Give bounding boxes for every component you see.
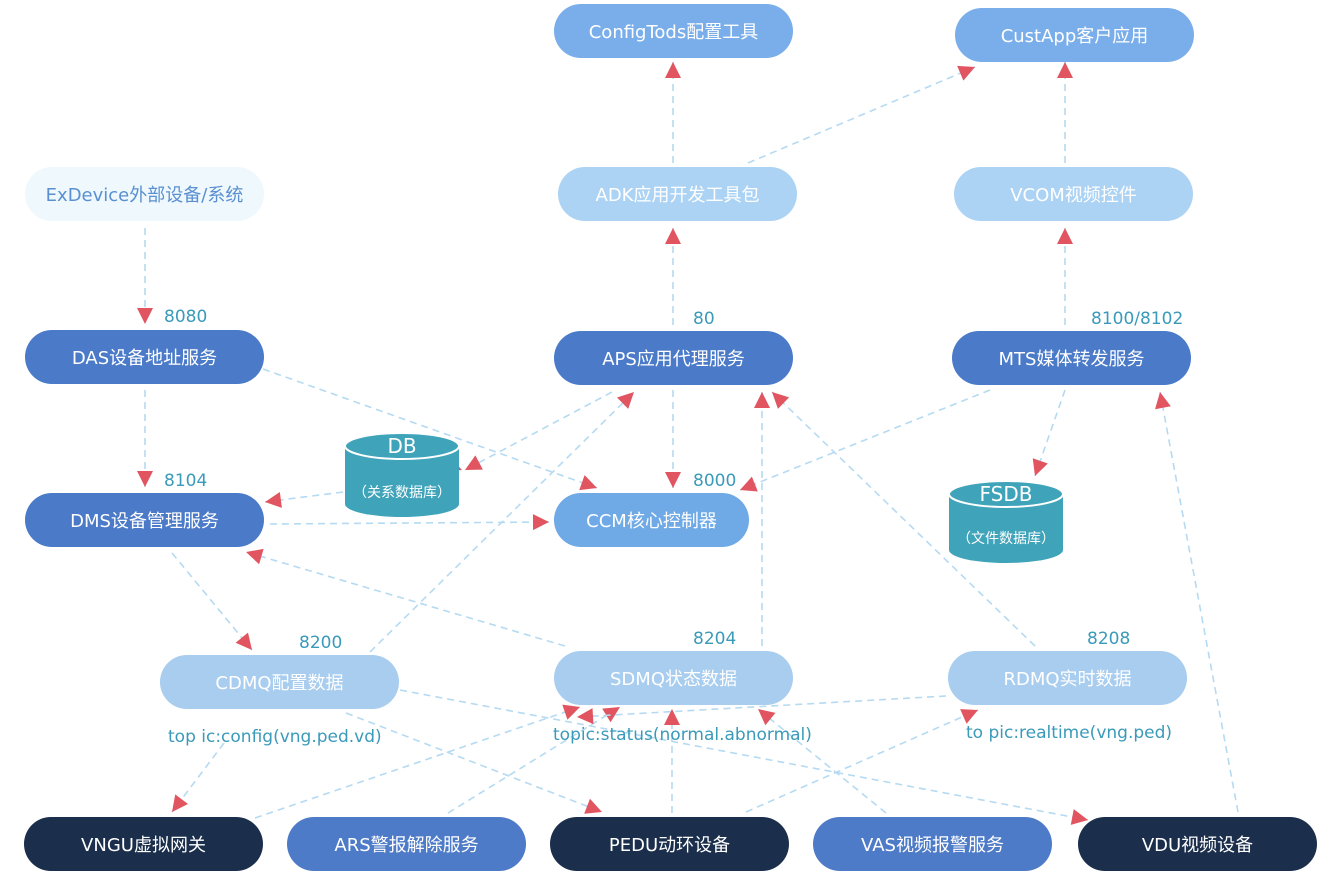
configtods-node[interactable]: ConfigTods配置工具	[554, 4, 793, 58]
arrow-head-28	[1155, 392, 1171, 410]
arrow-head-1	[957, 65, 975, 81]
arrow-head-8	[665, 472, 681, 488]
aps-node[interactable]: APS应用代理服务	[554, 331, 793, 385]
arrow-head-18	[754, 392, 770, 408]
ars-node[interactable]: ARS警报解除服务	[287, 817, 526, 871]
arrow-head-6	[137, 471, 153, 487]
arrow-head-24	[664, 709, 680, 725]
arrow-head-26	[960, 709, 978, 724]
link-line-21	[345, 712, 603, 813]
ccm-node[interactable]: CCM核心控制器	[554, 493, 749, 547]
db-cylinder[interactable]: DB （关系数据库）	[344, 432, 460, 518]
arrow-head-23	[602, 707, 620, 723]
link-line-19	[771, 391, 1036, 647]
port-label-mts: 8100/8102	[1091, 309, 1184, 329]
arrow-head-10	[1032, 458, 1048, 476]
link-line-23	[447, 706, 621, 814]
rdmq-node[interactable]: RDMQ实时数据	[948, 651, 1187, 705]
topic-label-realtime: to pic:realtime(vng.ped)	[966, 723, 1173, 743]
fsdb-cylinder[interactable]: FSDB （文件数据库）	[948, 478, 1064, 564]
link-line-20	[399, 689, 1089, 821]
arrow-head-4	[665, 228, 681, 244]
das-node[interactable]: DAS设备地址服务	[25, 330, 264, 384]
port-label-das: 8080	[164, 307, 208, 327]
arrow-head-11	[265, 492, 282, 508]
db-title: DB	[387, 434, 417, 458]
link-line-28	[1159, 391, 1239, 813]
link-line-17	[369, 391, 635, 653]
port-label-dms: 8104	[164, 471, 208, 491]
link-line-1	[747, 66, 976, 164]
arrow-head-19	[772, 392, 790, 409]
vngu-node[interactable]: VNGU虚拟网关	[24, 817, 263, 871]
link-line-13	[269, 521, 550, 525]
arrow-head-14	[465, 455, 483, 470]
arrow-head-21	[584, 798, 602, 814]
custapp-node[interactable]: CustApp客户应用	[955, 8, 1194, 62]
exdevice-node[interactable]: ExDevice外部设备/系统	[25, 167, 264, 221]
port-label-cdmq: 8200	[299, 633, 343, 653]
link-line-16	[245, 551, 566, 647]
arrow-head-16	[246, 548, 264, 565]
arrow-head-2	[1057, 62, 1073, 78]
database-icon	[344, 432, 460, 517]
arrow-head-22	[562, 704, 580, 720]
arrow-head-25	[758, 709, 776, 726]
link-line-14	[464, 391, 613, 471]
arrow-head-0	[665, 62, 681, 78]
topic-label-config: top ic:config(vng.ped.vd)	[168, 727, 382, 747]
link-line-29	[576, 695, 947, 718]
link-line-25	[757, 708, 887, 814]
topic-label-status: topic:status(normal.abnormal)	[553, 725, 812, 745]
database-icon	[948, 480, 1064, 563]
link-line-22	[254, 706, 581, 819]
cdmq-node[interactable]: CDMQ配置数据	[160, 655, 399, 709]
mts-node[interactable]: MTS媒体转发服务	[952, 331, 1191, 385]
arrow-head-17	[616, 392, 634, 409]
vas-node[interactable]: VAS视频报警服务	[813, 817, 1052, 871]
vcom-node[interactable]: VCOM视频控件	[954, 167, 1193, 221]
arrow-head-29	[577, 708, 594, 725]
db-subtitle: （关系数据库）	[353, 485, 451, 501]
arrow-head-20	[1070, 809, 1088, 825]
link-line-26	[745, 709, 979, 813]
adk-node[interactable]: ADK应用开发工具包	[558, 167, 797, 221]
sdmq-node[interactable]: SDMQ状态数据	[554, 651, 793, 705]
arrow-head-5	[1057, 228, 1073, 244]
link-line-15	[171, 552, 253, 651]
arrow-head-9	[740, 476, 758, 492]
arrow-head-27	[172, 794, 189, 812]
dms-node[interactable]: DMS设备管理服务	[25, 493, 264, 547]
pedu-node[interactable]: PEDU动环设备	[550, 817, 789, 871]
port-label-rdmq: 8208	[1087, 629, 1131, 649]
port-label-ccm: 8000	[693, 471, 737, 491]
fsdb-title: FSDB	[979, 482, 1033, 506]
fsdb-subtitle: （文件数据库）	[957, 531, 1055, 547]
link-line-9	[739, 389, 991, 491]
vdu-node[interactable]: VDU视频设备	[1078, 817, 1317, 871]
arrow-head-3	[137, 308, 153, 324]
arrow-head-15	[235, 632, 252, 650]
arrow-head-7	[579, 475, 597, 491]
port-label-aps: 80	[693, 309, 715, 329]
arrow-head-13	[532, 514, 549, 531]
port-label-sdmq: 8204	[693, 629, 737, 649]
